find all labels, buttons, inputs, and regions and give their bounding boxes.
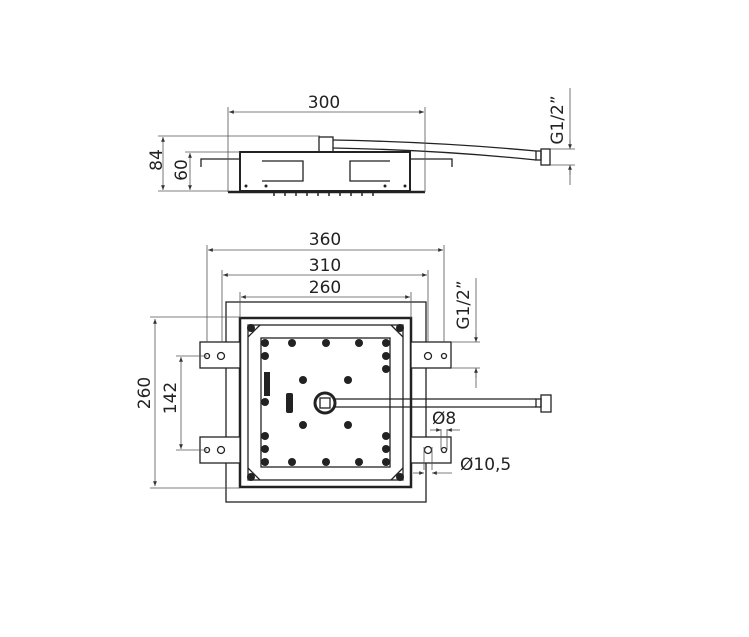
dim-142: 142 <box>161 382 181 414</box>
dim-360: 360 <box>309 230 341 250</box>
dim-thread-top: G1/2” <box>548 95 568 144</box>
plan-view: 360 310 260 260 142 G1/2” Ø8 Ø10,5 <box>135 230 552 503</box>
dim-310: 310 <box>309 256 341 276</box>
connector <box>318 136 334 153</box>
dim-hole-10-5: Ø10,5 <box>460 455 511 475</box>
dim-60: 60 <box>172 159 192 181</box>
water-inlet <box>313 391 337 415</box>
hose <box>332 139 537 161</box>
dim-hole-8: Ø8 <box>432 409 456 429</box>
hose-nut <box>540 394 552 413</box>
nozzle-plate <box>260 337 391 468</box>
side-view: 300 84 60 G1/2” <box>147 88 575 196</box>
nozzles <box>247 324 404 481</box>
dim-260-height: 260 <box>135 377 155 409</box>
hose <box>335 398 536 408</box>
dim-260-width: 260 <box>309 278 341 298</box>
mounting-brackets <box>199 341 452 464</box>
hose-nut <box>540 148 551 166</box>
dim-84: 84 <box>147 149 167 171</box>
mounting-frame <box>225 301 427 503</box>
dim-thread-plan: G1/2” <box>454 280 474 329</box>
dim-300: 300 <box>308 93 340 113</box>
